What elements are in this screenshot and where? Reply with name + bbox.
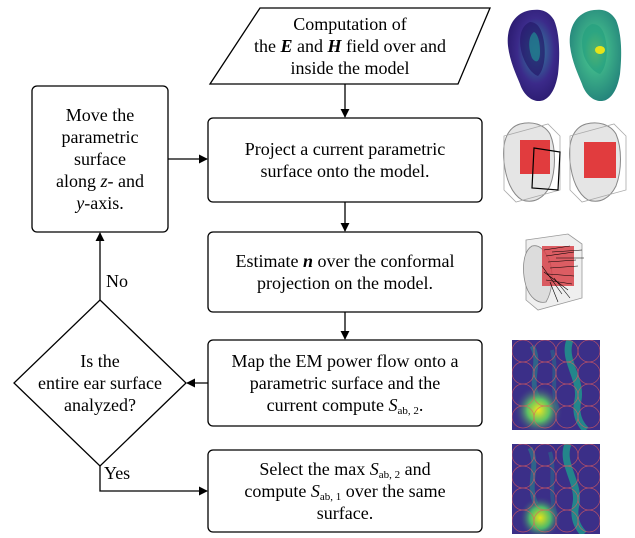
power-flow-heatmap-thumbnail	[512, 340, 600, 430]
project-line-1: Project a current parametric	[244, 139, 446, 159]
compute-line-2: the E and H field over and	[254, 36, 446, 56]
surface-projection-thumbnail	[503, 122, 627, 203]
compute-node-shape	[208, 7, 491, 85]
move-line-1: Move the	[65, 105, 135, 125]
decision-line-2: entire ear surface	[38, 373, 162, 393]
surface-normals-thumbnail	[523, 233, 584, 311]
move-line-2: parametric	[61, 127, 139, 147]
map-line-1: Map the EM power flow onto a	[231, 351, 459, 371]
move-line-3: surface	[74, 149, 126, 169]
ear-render-h-field	[569, 9, 622, 102]
move-line-5: y-axis.	[76, 193, 124, 213]
heatmap-grid-circles	[512, 340, 600, 429]
move-line-4: along z- and	[56, 171, 144, 191]
map-node-text: Map the EM power flow onto a parametric …	[208, 340, 482, 426]
map-line-3: current compute Sab, 2.	[266, 395, 424, 417]
decision-line-1: Is the	[80, 351, 120, 371]
ear-render-e-field	[507, 9, 560, 102]
project-node-text: Project a current parametric surface ont…	[208, 118, 482, 202]
project-line-2: surface onto the model.	[260, 161, 430, 181]
decision-line-3: analyzed?	[64, 395, 136, 415]
edge-label-no: No	[106, 271, 128, 291]
compute-node-text: Computation of the E and H field over an…	[236, 8, 464, 84]
estimate-node-text: Estimate n over the conformal projection…	[208, 232, 482, 312]
compute-line-1: Computation of	[293, 14, 407, 34]
max-power-flow-heatmap-thumbnail	[512, 444, 600, 534]
projection-render-left	[503, 122, 561, 203]
select-line-3: surface.	[316, 503, 374, 523]
select-line-1: Select the max Sab, 2 and	[259, 459, 431, 481]
move-node-text: Move the parametric surface along z- and…	[32, 86, 168, 232]
heatmap-grid-circles-2	[512, 444, 600, 533]
arrow-decision-to-select	[99, 466, 208, 496]
projection-render-right	[569, 122, 627, 203]
decision-node-text: Is the entire ear surface analyzed?	[14, 343, 186, 423]
estimate-line-1: Estimate n over the conformal	[235, 251, 455, 271]
normal-vectors	[541, 245, 584, 303]
edge-label-yes: Yes	[104, 463, 131, 483]
select-node-shape	[207, 449, 483, 533]
map-line-2: parametric surface and the	[249, 373, 441, 393]
estimate-line-2: projection on the model.	[257, 273, 433, 293]
select-line-2: compute Sab, 1 over the same	[244, 481, 446, 503]
compute-line-3: inside the model	[290, 58, 410, 78]
ear-field-renders-thumbnail	[507, 9, 622, 102]
select-node-text: Select the max Sab, 2 and compute Sab, 1…	[208, 450, 482, 532]
